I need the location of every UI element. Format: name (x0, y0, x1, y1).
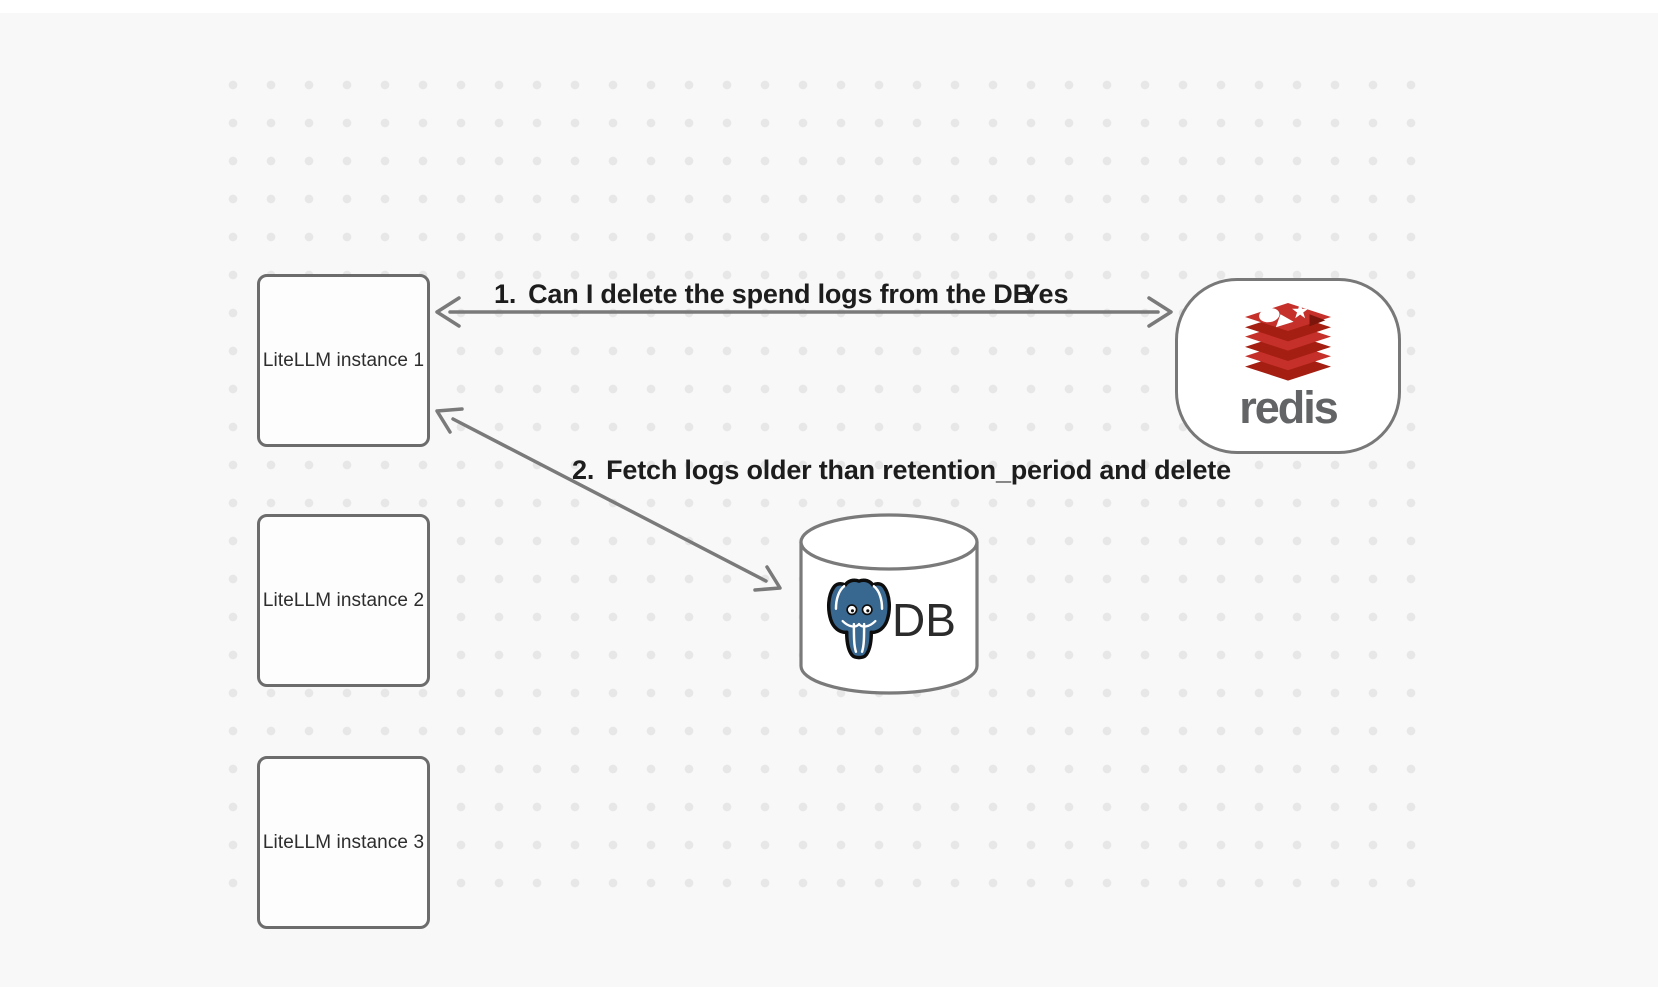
node-redis: redis (1175, 278, 1401, 454)
node-label: LiteLLM instance 2 (262, 589, 425, 611)
edge2-text: Fetch logs older than retention_period a… (606, 455, 1231, 485)
edge1-label: 1. Can I delete the spend logs from the … (494, 281, 1032, 308)
node-label: LiteLLM instance 3 (262, 831, 425, 853)
edge2-number: 2. (572, 455, 595, 485)
edge1-text: Can I delete the spend logs from the DB (528, 279, 1032, 309)
node-litellm-instance-2: LiteLLM instance 2 (257, 514, 430, 687)
postgresql-elephant-icon (827, 578, 892, 660)
node-litellm-instance-3: LiteLLM instance 3 (257, 756, 430, 929)
redis-wordmark: redis (1239, 381, 1339, 433)
edge1-response-label: Yes (1022, 279, 1069, 309)
node-db-content: DB (801, 566, 977, 674)
edge1-number: 1. (494, 279, 517, 309)
bottom-margin (0, 987, 1658, 1003)
redis-logo-icon (1245, 302, 1331, 381)
top-margin (0, 0, 1658, 13)
db-label: DB (892, 594, 956, 646)
node-litellm-instance-1: LiteLLM instance 1 (257, 274, 430, 447)
node-label: LiteLLM instance 1 (262, 349, 425, 371)
edge2-label: 2. Fetch logs older than retention_perio… (572, 457, 1231, 484)
